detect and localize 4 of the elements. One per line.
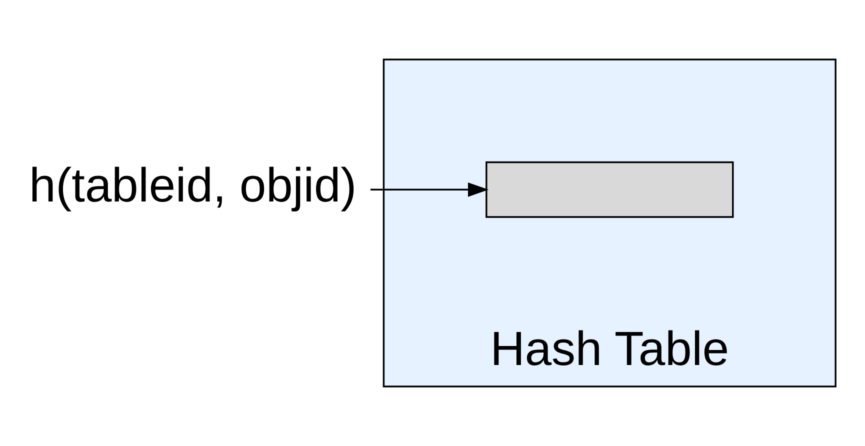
cluster: Hash Table bbox=[382, 58, 836, 388]
arrow bbox=[370, 182, 489, 197]
node-text: h(tableid, objid) bbox=[29, 159, 357, 212]
node-bar bbox=[486, 161, 734, 218]
